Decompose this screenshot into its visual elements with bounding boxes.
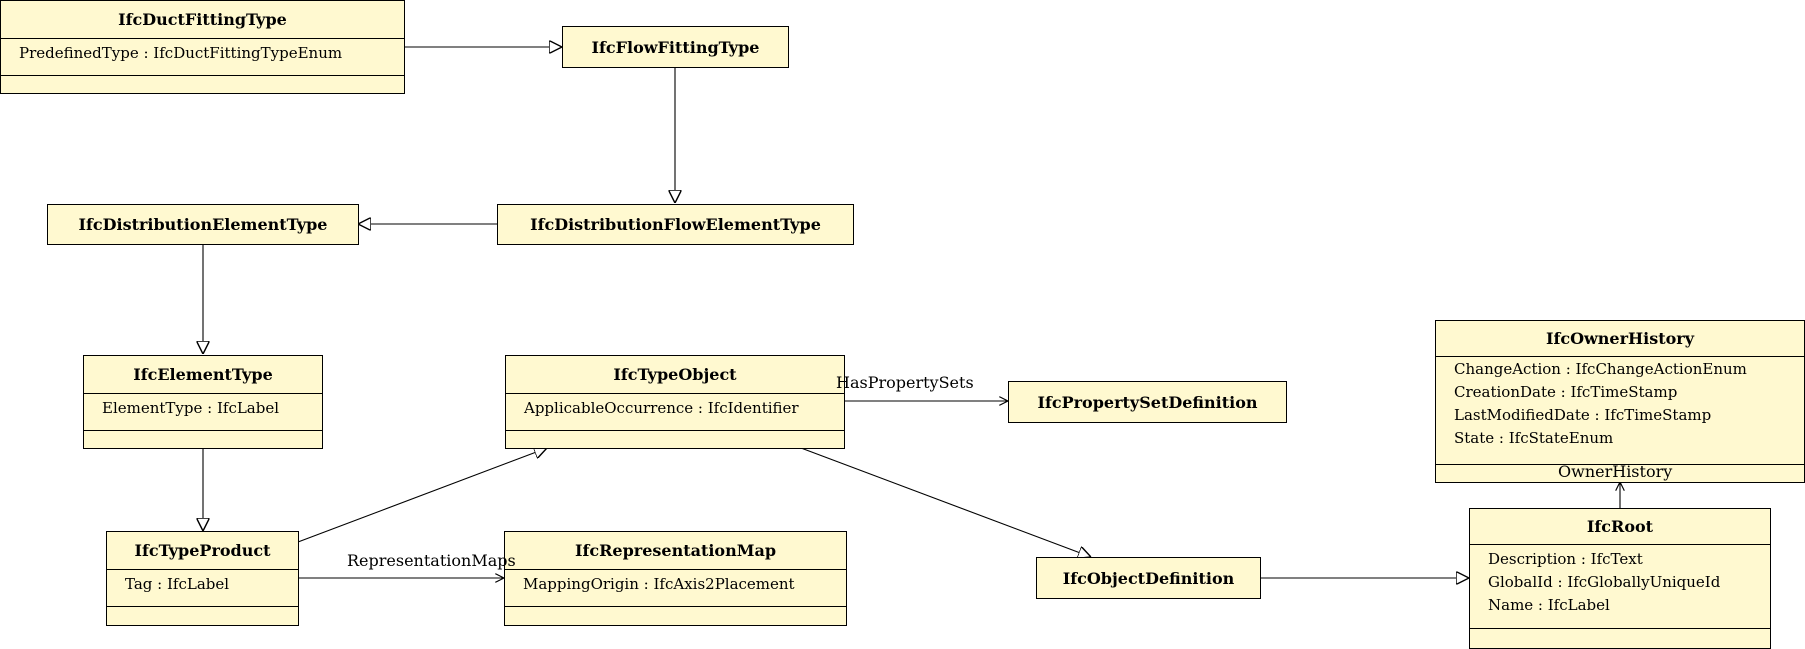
class-ifc-element-type[interactable]: IfcElementType ElementType : IfcLabel <box>83 355 323 449</box>
class-ifc-representation-map[interactable]: IfcRepresentationMap MappingOrigin : Ifc… <box>504 531 847 626</box>
attribute-list: PredefinedType : IfcDuctFittingTypeEnum <box>1 38 404 75</box>
class-name: IfcPropertySetDefinition <box>1037 392 1258 412</box>
class-name: IfcDuctFittingType <box>118 10 287 29</box>
class-ifc-duct-fitting-type[interactable]: IfcDuctFittingType PredefinedType : IfcD… <box>0 0 405 94</box>
class-ifc-type-product[interactable]: IfcTypeProduct Tag : IfcLabel <box>106 531 299 626</box>
class-ifc-root[interactable]: IfcRoot Description : IfcText GlobalId :… <box>1469 508 1771 649</box>
class-name: IfcTypeProduct <box>134 541 271 560</box>
attribute: Name : IfcLabel <box>1488 596 1610 614</box>
class-name: IfcTypeObject <box>613 365 737 384</box>
class-ifc-owner-history[interactable]: IfcOwnerHistory ChangeAction : IfcChange… <box>1435 320 1805 483</box>
association-label-representation-maps: RepresentationMaps <box>347 551 516 570</box>
attribute: MappingOrigin : IfcAxis2Placement <box>523 575 795 593</box>
attribute: ElementType : IfcLabel <box>102 399 280 417</box>
class-name: IfcDistributionFlowElementType <box>530 215 821 234</box>
class-ifc-flow-fitting-type[interactable]: IfcFlowFittingType <box>562 26 789 68</box>
operations-compartment <box>107 606 298 625</box>
class-name: IfcRepresentationMap <box>575 541 776 560</box>
operations-compartment <box>1470 628 1770 648</box>
operations-compartment <box>505 606 846 625</box>
attribute: ApplicableOccurrence : IfcIdentifier <box>524 399 799 417</box>
class-name: IfcDistributionElementType <box>78 215 328 234</box>
attribute: PredefinedType : IfcDuctFittingTypeEnum <box>19 44 343 62</box>
attribute-list: Description : IfcText GlobalId : IfcGlob… <box>1470 544 1770 628</box>
operations-compartment <box>1436 464 1804 482</box>
generalization-typeproduct-typeobject <box>297 448 547 543</box>
attribute-list: ChangeAction : IfcChangeActionEnum Creat… <box>1436 356 1804 464</box>
attribute: LastModifiedDate : IfcTimeStamp <box>1454 406 1712 424</box>
class-ifc-type-object[interactable]: IfcTypeObject ApplicableOccurrence : Ifc… <box>505 355 845 449</box>
operations-compartment <box>1 75 404 93</box>
association-label-has-property-sets: HasPropertySets <box>836 373 974 392</box>
attribute: Description : IfcText <box>1488 550 1643 568</box>
class-ifc-distribution-flow-element-type[interactable]: IfcDistributionFlowElementType <box>497 204 854 245</box>
attribute: CreationDate : IfcTimeStamp <box>1454 383 1678 401</box>
attribute-list: ElementType : IfcLabel <box>84 393 322 430</box>
generalization-typeobject-objectdefinition <box>800 447 1091 557</box>
operations-compartment <box>506 430 844 448</box>
class-name: IfcFlowFittingType <box>591 37 760 57</box>
class-ifc-object-definition[interactable]: IfcObjectDefinition <box>1036 557 1261 599</box>
class-name: IfcElementType <box>133 365 273 384</box>
attribute-list: Tag : IfcLabel <box>107 569 298 606</box>
class-ifc-distribution-element-type[interactable]: IfcDistributionElementType <box>47 204 359 245</box>
class-name: IfcRoot <box>1586 517 1654 536</box>
class-name: IfcOwnerHistory <box>1545 329 1695 348</box>
class-name: IfcObjectDefinition <box>1062 568 1235 588</box>
attribute: Tag : IfcLabel <box>125 575 230 593</box>
attribute-list: MappingOrigin : IfcAxis2Placement <box>505 569 846 606</box>
attribute: ChangeAction : IfcChangeActionEnum <box>1454 360 1747 378</box>
attribute-list: ApplicableOccurrence : IfcIdentifier <box>506 393 844 430</box>
class-ifc-property-set-definition[interactable]: IfcPropertySetDefinition <box>1008 381 1287 423</box>
attribute: State : IfcStateEnum <box>1454 429 1614 447</box>
attribute: GlobalId : IfcGloballyUniqueId <box>1488 573 1721 591</box>
operations-compartment <box>84 430 322 448</box>
association-label-owner-history: OwnerHistory <box>1558 462 1673 481</box>
